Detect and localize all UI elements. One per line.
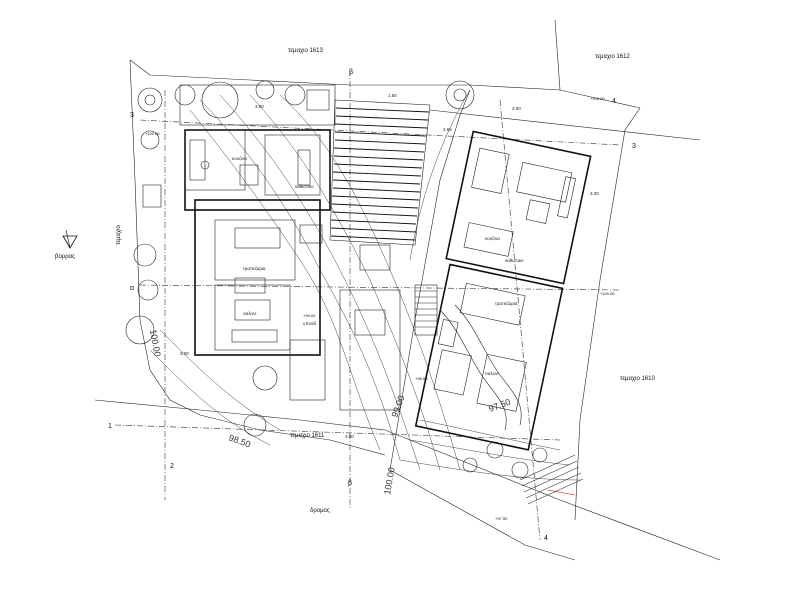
contour-value: 100.00 [382, 466, 397, 495]
elevation-mark: +99.00 [303, 313, 316, 318]
axis-a: α [130, 285, 134, 292]
room-labels: κουζινα τραπεζαρια σαλονι καθιστικο υπνο… [232, 156, 524, 376]
landscape-path [439, 304, 522, 431]
dimension: 3.00 [345, 434, 354, 439]
plot-boundaries [94, 19, 721, 561]
dimension: 3.00 [180, 351, 189, 356]
room-bedroom-1: υπνοδ. [303, 321, 317, 326]
contour-value: 99.00 [389, 394, 406, 419]
plot-top-label: τεμαχιο 1613 [288, 48, 323, 54]
road-label: δρομος [310, 508, 330, 514]
house-2 [414, 130, 592, 451]
axis-1: 1 [108, 423, 112, 430]
terrace-hatch [329, 99, 431, 411]
plot-bottom-label: τεμαχιο 1611 [290, 433, 325, 439]
contour-value: 98.50 [227, 432, 252, 449]
dimension: 3.00 [255, 104, 264, 109]
room-living-2: καθιστικο [505, 258, 524, 263]
plot-top-right-label: τεμαχιο 1612 [595, 54, 630, 60]
axis-markers: β β α 3 3 1 2 4 4 [108, 69, 636, 542]
axis-4-top: 4 [612, 98, 616, 105]
room-kitchen-1: κουζινα [232, 156, 247, 161]
axis-3-left: 3 [130, 112, 134, 119]
axis-b-bottom: β [348, 480, 352, 487]
dimension: 2.65 [443, 127, 452, 132]
room-dining-1: τραπεζαρια [243, 266, 266, 271]
axis-b-top: β [349, 69, 353, 76]
dimension: 3.00 [590, 191, 599, 196]
dimension: 3.00 [512, 106, 521, 111]
stairs [142, 89, 438, 336]
north-arrow [62, 229, 78, 249]
room-kitchen-2: κουζινα [485, 236, 500, 241]
terrain-contours [149, 89, 581, 481]
axis-3-right: 3 [632, 143, 636, 150]
room-living-1: σαλονι [243, 311, 256, 316]
plot-labels: τεμαχιο 1613 τεμαχιο 1612 τεμαχιο 1610 τ… [55, 48, 655, 514]
garden-steps [519, 454, 584, 505]
contour-labels: 100.00 100.00 97.50 98.50 99.00 [148, 329, 512, 496]
trees [125, 80, 548, 479]
axis-4-bottom: 4 [544, 535, 548, 542]
elevation-mark: +100.00 [590, 96, 605, 101]
elevation-mark: +97.50 [495, 516, 508, 521]
north-label: βορρας [55, 254, 75, 260]
elevation-marks: +100.00 +99.00 +98.50 +97.50 +100.00 +10… [145, 96, 615, 521]
contour-value: 100.00 [148, 329, 163, 358]
elevation-mark: +100.00 [145, 131, 160, 136]
house-1 [179, 84, 336, 401]
dimension: 1.50 [388, 93, 397, 98]
elevation-mark: +100.00 [600, 291, 615, 296]
room-living-2b: σαλονι [485, 371, 498, 376]
dimension-labels: 3.00 3.00 3.00 3.00 2.65 1.50 3.00 [180, 93, 599, 439]
axis-grid [114, 70, 621, 541]
room-living-1b: καθιστικο [295, 184, 314, 189]
neighbour-label: τεμαχιο [116, 225, 122, 245]
plot-right-label: τεμαχιο 1610 [620, 376, 655, 382]
room-dining-2: τραπεζαρια [495, 301, 518, 306]
axis-2: 2 [170, 463, 174, 470]
elevation-mark: +98.50 [415, 376, 428, 381]
contour-value: 97.50 [487, 397, 512, 414]
